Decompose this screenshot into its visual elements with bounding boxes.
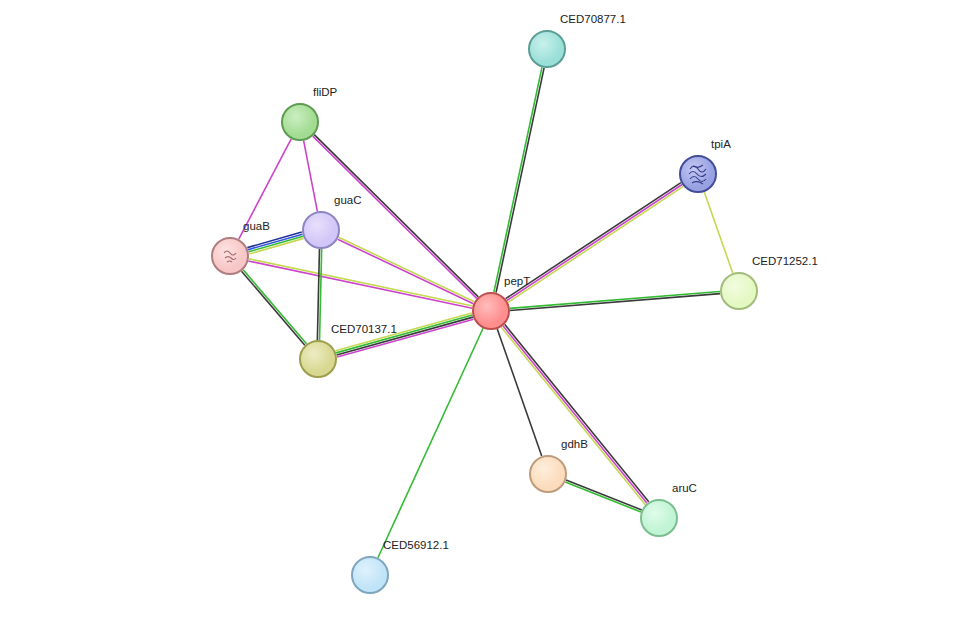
interaction-edge — [304, 141, 318, 212]
interaction-edge — [242, 270, 307, 346]
evidence-line — [313, 136, 477, 298]
structure-stroke — [693, 165, 703, 167]
evidence-line — [494, 67, 542, 292]
structure-icon — [213, 239, 247, 273]
evidence-line — [507, 184, 682, 300]
evidence-line — [249, 238, 303, 254]
evidence-line — [304, 141, 318, 212]
evidence-line — [248, 261, 472, 308]
node-label: CED56912.1 — [383, 539, 449, 551]
node-label: fliDP — [313, 86, 337, 98]
node-label: CED71252.1 — [752, 255, 818, 267]
protein-node: fliDP — [281, 103, 319, 141]
protein-node: CED70137.1 — [299, 340, 337, 378]
node-label: aruC — [672, 482, 697, 494]
evidence-line — [510, 291, 720, 308]
protein-node: tpiA — [679, 155, 717, 193]
protein-node: CED70877.1 — [528, 30, 566, 68]
evidence-line — [501, 327, 645, 504]
structure-icon — [681, 157, 715, 191]
interaction-edge — [510, 291, 720, 310]
interaction-edge — [239, 139, 291, 239]
evidence-line — [496, 68, 544, 293]
interaction-edge — [313, 135, 479, 299]
structure-stroke — [225, 257, 236, 260]
protein-node: aruC — [640, 499, 678, 537]
interaction-edge — [248, 259, 472, 308]
evidence-line — [247, 232, 301, 248]
evidence-line — [510, 294, 720, 311]
evidence-line — [242, 271, 305, 345]
protein-node: guaB — [211, 237, 249, 275]
structure-stroke — [692, 182, 703, 184]
interaction-edge — [247, 232, 303, 254]
evidence-line — [248, 234, 302, 250]
interaction-edge — [378, 328, 483, 557]
structure-stroke — [690, 177, 706, 182]
protein-node: CED71252.1 — [720, 272, 758, 310]
evidence-line — [503, 326, 647, 503]
interaction-edge — [506, 183, 684, 303]
interaction-edge — [317, 249, 321, 340]
evidence-line — [378, 328, 483, 557]
evidence-line — [505, 324, 649, 501]
evidence-line — [243, 270, 306, 344]
interaction-edge — [704, 192, 732, 273]
node-label: guaB — [243, 220, 270, 232]
node-label: pepT — [504, 275, 530, 287]
node-label: guaC — [334, 194, 362, 206]
interaction-edge — [494, 67, 544, 292]
interaction-edge — [335, 313, 473, 357]
evidence-line — [506, 183, 681, 299]
protein-node: CED56912.1 — [351, 556, 389, 594]
evidence-line — [704, 192, 732, 273]
evidence-line — [314, 135, 478, 297]
evidence-line — [565, 482, 641, 512]
structure-stroke — [227, 261, 232, 262]
node-label: CED70877.1 — [560, 13, 626, 25]
interaction-edge — [565, 480, 641, 512]
evidence-line — [497, 329, 541, 456]
protein-node: gdhB — [529, 455, 567, 493]
interaction-edge — [497, 329, 541, 456]
evidence-line — [249, 259, 473, 306]
node-label: CED70137.1 — [331, 323, 397, 335]
node-label: tpiA — [711, 138, 731, 150]
structure-stroke — [689, 172, 706, 177]
evidence-line — [249, 236, 303, 252]
evidence-line — [317, 249, 319, 340]
evidence-line — [337, 317, 473, 355]
interaction-edge — [501, 324, 648, 504]
protein-node: guaC — [302, 211, 340, 249]
protein-node: pepT — [472, 292, 510, 330]
evidence-line — [508, 186, 683, 302]
structure-stroke — [224, 251, 236, 255]
evidence-line — [566, 480, 642, 510]
node-label: gdhB — [561, 438, 588, 450]
evidence-line — [239, 139, 291, 239]
